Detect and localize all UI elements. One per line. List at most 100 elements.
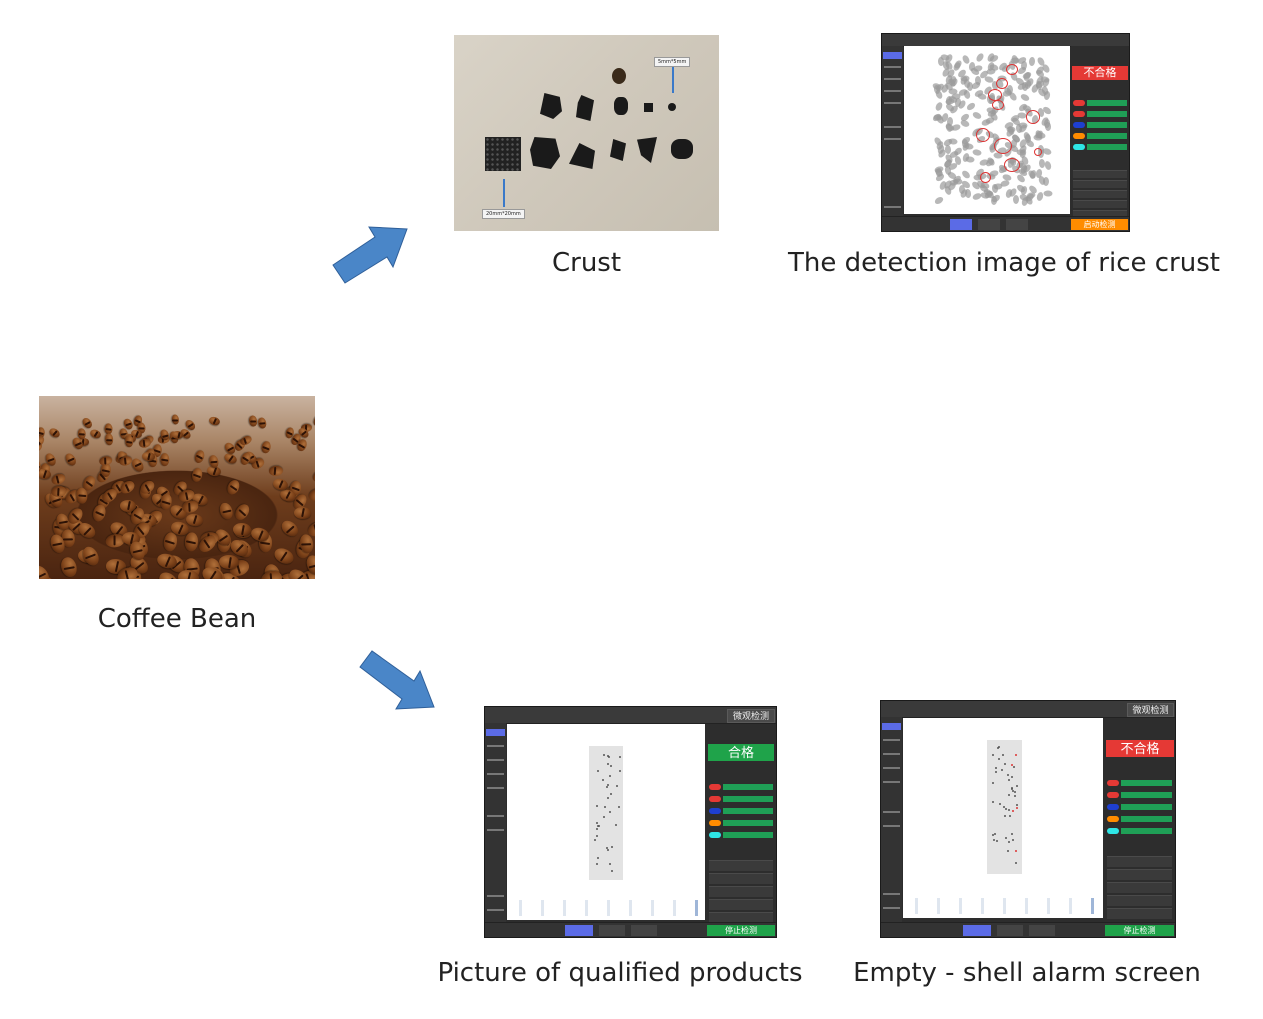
defect-marker xyxy=(1026,110,1040,124)
particle xyxy=(596,862,599,865)
particle xyxy=(605,847,608,850)
nav-stats-button[interactable] xyxy=(1006,219,1028,230)
crust-piece xyxy=(610,139,626,161)
history-column xyxy=(541,900,544,916)
particle xyxy=(1015,806,1018,809)
coffee-bean xyxy=(249,415,259,427)
crust-piece xyxy=(530,137,560,169)
crust-detection-screen: 不合格 启动检测 xyxy=(881,33,1130,232)
qualified-products-screen: 微观检测 合格 停止检测 xyxy=(484,706,777,938)
particle xyxy=(997,757,1000,760)
screen-title: 微观检测 xyxy=(1127,703,1174,717)
start-detection-button[interactable]: 启动检测 xyxy=(1071,219,1128,230)
status-badge: 合格 xyxy=(708,744,774,761)
rice-grain xyxy=(975,52,986,63)
nav-home-button[interactable] xyxy=(950,219,972,230)
result-panel: 不合格 xyxy=(1105,718,1175,922)
particle xyxy=(1002,806,1005,809)
particle xyxy=(1009,815,1012,818)
particle xyxy=(1014,850,1017,853)
particle xyxy=(1011,763,1014,766)
rice-grain xyxy=(1028,56,1036,66)
particle xyxy=(596,822,599,825)
crust-piece xyxy=(612,68,626,84)
nav-home-button[interactable] xyxy=(963,925,991,936)
history-column xyxy=(607,900,610,916)
coffee-bean xyxy=(207,415,221,426)
coffee-bean xyxy=(233,522,252,536)
history-column xyxy=(651,900,654,916)
particle xyxy=(992,839,995,842)
particle xyxy=(994,771,997,774)
coffee-bean xyxy=(183,531,199,552)
history-column xyxy=(629,900,632,916)
history-column xyxy=(695,900,698,916)
defect-marker xyxy=(976,128,990,142)
rice-grain xyxy=(1019,92,1031,103)
nav-stats-button[interactable] xyxy=(631,925,657,936)
particle xyxy=(1011,833,1013,836)
coffee-bean-caption: Coffee Bean xyxy=(97,604,257,634)
coffee-bean xyxy=(59,555,80,579)
rice-grain xyxy=(965,101,977,112)
history-column xyxy=(937,898,940,914)
crust-photo: 5mm*5mm 20mm*20mm xyxy=(454,35,719,231)
detection-image xyxy=(903,718,1103,918)
screen-bottom-bar: 启动检测 xyxy=(882,216,1129,231)
particle xyxy=(1015,862,1018,865)
history-column xyxy=(981,898,984,914)
result-panel: 合格 xyxy=(707,724,776,924)
rice-grain xyxy=(1042,176,1049,186)
particle xyxy=(1012,810,1015,813)
coffee-bean xyxy=(279,517,301,539)
history-column xyxy=(1025,898,1028,914)
nav-settings-button[interactable] xyxy=(978,219,1000,230)
particle xyxy=(606,796,609,799)
particle xyxy=(606,783,609,786)
coffee-bean xyxy=(307,486,315,503)
nav-home-button[interactable] xyxy=(565,925,593,936)
particle xyxy=(618,755,621,758)
coffee-bean xyxy=(269,465,284,477)
history-column xyxy=(519,900,522,916)
particle xyxy=(608,862,611,865)
defect-marker xyxy=(1004,158,1020,172)
defect-marker xyxy=(988,89,1002,101)
coffee-bean xyxy=(260,440,272,455)
coffee-bean xyxy=(218,500,235,521)
defect-marker xyxy=(1034,148,1042,156)
empty-shell-alarm-screen: 微观检测 不合格 停止检测 xyxy=(880,700,1176,938)
nav-settings-button[interactable] xyxy=(599,925,625,936)
particle xyxy=(1016,785,1019,788)
stop-detection-button[interactable]: 停止检测 xyxy=(1105,925,1174,936)
particle xyxy=(1006,850,1009,853)
screen-top-bar: 微观检测 xyxy=(881,701,1175,718)
particle xyxy=(609,764,612,767)
crust-piece xyxy=(614,97,628,115)
particle xyxy=(1013,795,1016,798)
history-column xyxy=(959,898,962,914)
coffee-bean xyxy=(98,454,113,467)
particle xyxy=(1007,773,1010,776)
crust-piece xyxy=(485,137,521,171)
coffee-bean xyxy=(293,506,311,520)
coffee-bean xyxy=(125,435,134,447)
coffee-bean xyxy=(257,416,268,429)
size-label-small: 5mm*5mm xyxy=(654,57,691,67)
particle xyxy=(596,804,598,807)
coffee-bean xyxy=(47,426,62,440)
particle xyxy=(611,870,614,873)
crust-piece xyxy=(540,93,562,119)
particle xyxy=(611,845,614,848)
coffee-bean xyxy=(238,451,252,467)
coffee-bean xyxy=(137,437,152,449)
coffee-bean xyxy=(312,414,315,427)
qualified-caption: Picture of qualified products xyxy=(437,958,803,988)
history-column xyxy=(915,898,918,914)
nav-settings-button[interactable] xyxy=(997,925,1023,936)
nav-stats-button[interactable] xyxy=(1029,925,1055,936)
particle xyxy=(1013,790,1016,793)
stop-detection-button[interactable]: 停止检测 xyxy=(707,925,775,936)
history-column xyxy=(563,900,566,916)
arrow-up-right-icon xyxy=(332,226,408,284)
